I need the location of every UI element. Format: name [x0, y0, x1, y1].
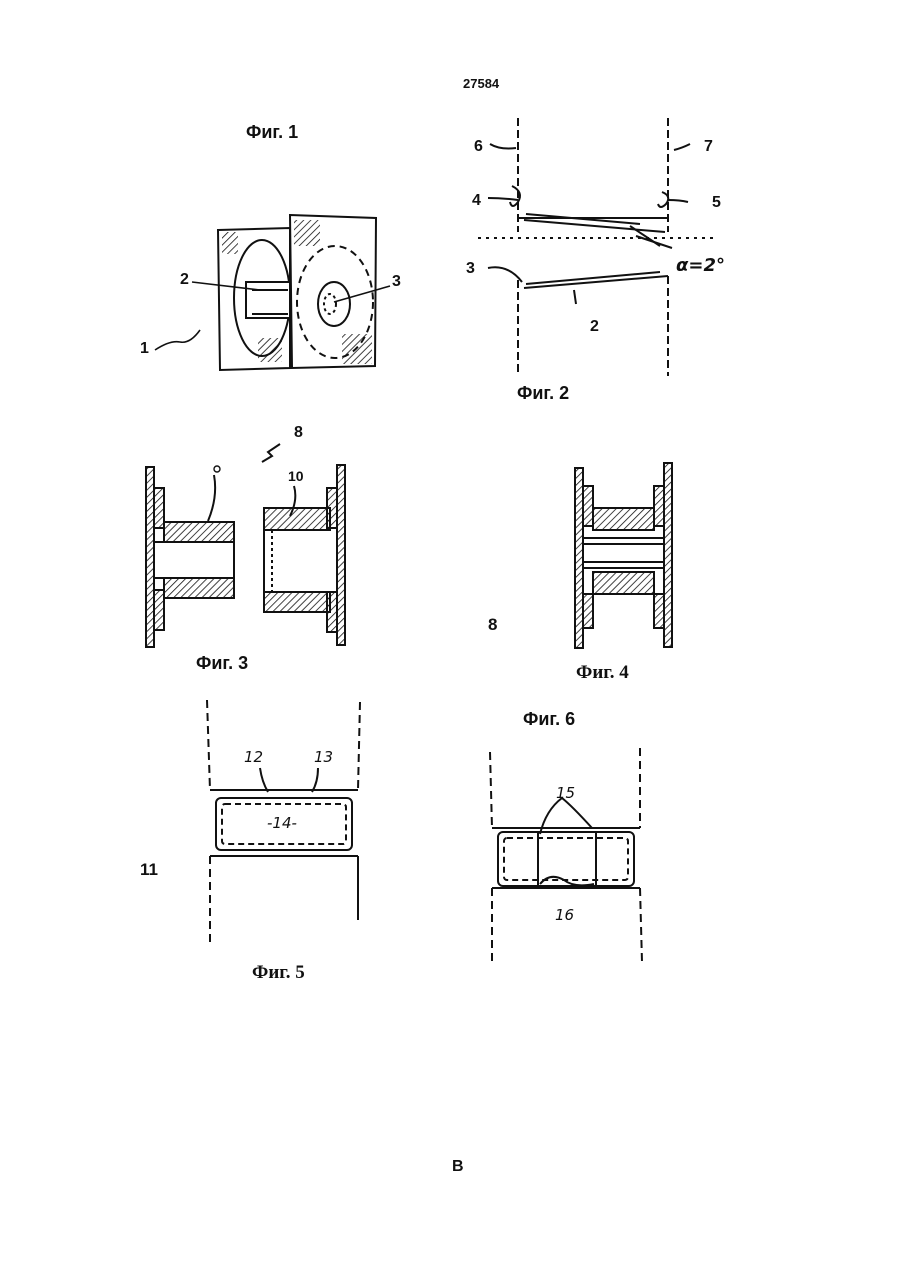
- fig6-label-15: 15: [556, 784, 575, 802]
- fig6-label-16: 16: [555, 906, 574, 924]
